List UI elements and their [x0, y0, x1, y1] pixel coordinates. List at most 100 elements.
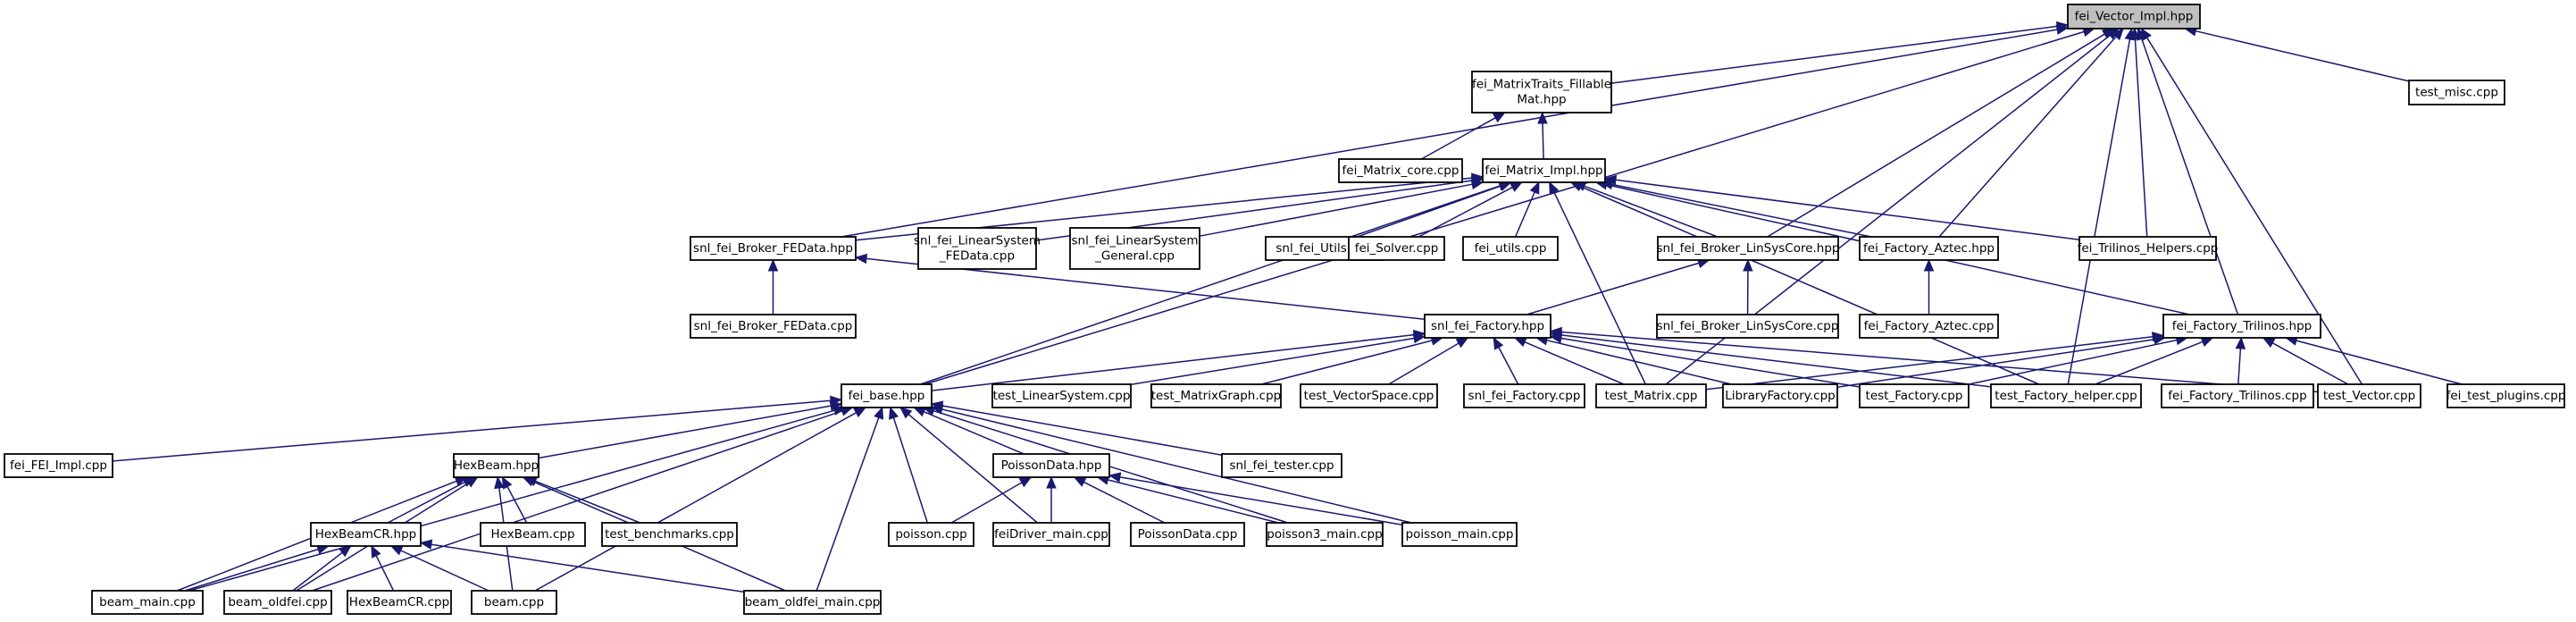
edge-arrowhead	[1455, 337, 1469, 349]
edge-test_factory_helper-to-vector_impl	[2067, 27, 2136, 385]
edge-test_ls-to-snl_factory_hpp	[1130, 332, 1426, 386]
node-box	[1348, 236, 1445, 261]
edge-arrowhead	[494, 475, 505, 490]
node-poisson-main[interactable]: poisson_main.cpp	[1401, 522, 1518, 547]
edge-line	[1584, 185, 1719, 238]
node-label: snl_fei_Broker_FEData.cpp	[694, 319, 853, 333]
edge-matrix_impl-to-mt_fillable	[1537, 111, 1548, 160]
node-box	[992, 453, 1110, 478]
node-fei-solver[interactable]: fei_Solver.cpp	[1348, 236, 1445, 261]
edge-line	[907, 414, 1038, 524]
node-fei-base[interactable]: fei_base.hpp	[841, 383, 933, 408]
node-box	[1595, 383, 1707, 408]
edge-fei_base-to-vector_impl	[924, 27, 2095, 385]
edge-arrowhead	[1510, 181, 1523, 192]
node-test-vs[interactable]: test_VectorSpace.cpp	[1300, 383, 1438, 408]
node-broker-fedata-hpp[interactable]: snl_fei_Broker_FEData.hpp	[690, 236, 857, 261]
node-poisson-cpp[interactable]: poisson.cpp	[888, 522, 974, 547]
edge-beam_oldfei_main-to-fei_base	[815, 406, 884, 592]
node-poissondata-hpp[interactable]: PoissonData.hpp	[992, 453, 1110, 478]
edge-ls_general-to-matrix_impl	[1199, 179, 1485, 237]
node-label: test_misc.cpp	[2415, 86, 2498, 100]
node-box	[601, 522, 738, 547]
edge-line	[924, 30, 2085, 385]
edge-line	[1261, 340, 1433, 385]
node-hexbeam-cpp[interactable]: HexBeam.cpp	[480, 522, 586, 547]
node-library-factory[interactable]: LibraryFactory.cpp	[1722, 383, 1838, 408]
node-matrix-impl[interactable]: fei_Matrix_Impl.hpp	[1482, 158, 1606, 183]
edge-line	[924, 411, 1025, 455]
node-hexbeamcr-hpp[interactable]: HexBeamCR.hpp	[310, 522, 422, 547]
node-broker-lsc-hpp[interactable]: snl_fei_Broker_LinSysCore.hpp	[1656, 236, 1840, 261]
edge-line	[506, 486, 528, 524]
node-test-mg[interactable]: test_MatrixGraph.cpp	[1150, 383, 1282, 408]
node-beam-oldfei[interactable]: beam_oldfei.cpp	[223, 590, 332, 615]
edge-line	[2146, 37, 2363, 385]
node-fei-utils[interactable]: fei_utils.cpp	[1462, 236, 1559, 261]
edge-factory_aztec_hpp-to-vector_impl	[1938, 28, 2124, 238]
node-factory-trilinos-cpp[interactable]: fei_Factory_Trilinos.cpp	[2161, 383, 2314, 408]
node-fei-impl[interactable]: fei_FEI_Impl.cpp	[4, 453, 113, 478]
edge-beam_main-to-fei_base	[188, 405, 847, 592]
node-broker-lsc-cpp[interactable]: snl_fei_Broker_LinSysCore.cpp	[1656, 314, 1839, 339]
node-test-plugins[interactable]: fei_test_plugins.cpp	[2446, 383, 2566, 408]
node-trilinos-helpers[interactable]: fei_Trilinos_Helpers.cpp	[2078, 236, 2219, 261]
node-label: fei_Trilinos_Helpers.cpp	[2078, 241, 2219, 256]
node-factory-aztec-hpp[interactable]: fei_Factory_Aztec.hpp	[1859, 236, 1999, 261]
node-box	[1463, 383, 1585, 408]
edge-test_bench-to-hexbeam_hpp	[524, 476, 640, 524]
edge-poisson_main-to-poissondata_hpp	[1108, 472, 1403, 525]
edge-line	[2237, 348, 2242, 385]
node-test-vector[interactable]: test_Vector.cpp	[2317, 383, 2421, 408]
edge-test_plugins-to-factory_trilinos_hpp	[2285, 335, 2463, 385]
node-factory-aztec-cpp[interactable]: fei_Factory_Aztec.cpp	[1859, 314, 1999, 339]
node-beam-main[interactable]: beam_main.cpp	[91, 590, 204, 615]
node-feidriver[interactable]: feiDriver_main.cpp	[992, 522, 1110, 547]
node-label: poisson_main.cpp	[1406, 527, 1514, 542]
node-factory-trilinos-hpp[interactable]: fei_Factory_Trilinos.hpp	[2162, 314, 2321, 339]
node-label: HexBeam.cpp	[490, 527, 574, 542]
node-snl-tester[interactable]: snl_fei_tester.cpp	[1221, 453, 1342, 478]
node-test-ls[interactable]: test_LinearSystem.cpp	[991, 383, 1132, 408]
node-test-bench[interactable]: test_benchmarks.cpp	[601, 522, 738, 547]
edge-line	[292, 551, 343, 592]
edge-line	[1108, 479, 1279, 524]
node-matrix-core[interactable]: fei_Matrix_core.cpp	[1338, 158, 1463, 183]
node-label: LibraryFactory.cpp	[1725, 389, 1835, 403]
node-box	[1657, 236, 1839, 261]
edge-line	[1836, 339, 2155, 389]
edge-arrowhead	[1046, 475, 1057, 489]
edge-line	[1615, 179, 2080, 240]
node-test-misc[interactable]: test_misc.cpp	[2408, 80, 2505, 105]
node-test-matrix[interactable]: test_Matrix.cpp	[1595, 383, 1707, 408]
edge-line	[950, 482, 1023, 524]
edge-line	[2134, 38, 2148, 238]
node-poissondata-cpp[interactable]: PoissonData.cpp	[1130, 522, 1245, 547]
node-broker-fedata-cpp[interactable]: snl_fei_Broker_FEData.cpp	[690, 314, 857, 339]
node-label: fei_FEI_Impl.cpp	[10, 458, 107, 473]
node-beam-cpp[interactable]: beam.cpp	[471, 590, 557, 615]
node-box	[4, 453, 113, 478]
node-box	[347, 590, 452, 615]
node-label: fei_base.hpp	[849, 389, 925, 403]
node-vector-impl[interactable]: fei_Vector_Impl.hpp	[2067, 4, 2201, 29]
node-label: fei_utils.cpp	[1475, 241, 1547, 256]
edge-line	[375, 555, 395, 592]
node-label: fei_Factory_Aztec.cpp	[1864, 319, 1995, 333]
node-hexbeam-hpp[interactable]: HexBeam.hpp	[453, 453, 539, 478]
node-ls-general[interactable]: snl_fei_LinearSystem_General.cpp	[1069, 227, 1200, 270]
node-hexbeamcr-cpp[interactable]: HexBeamCR.cpp	[347, 590, 452, 615]
node-snl-factory-hpp[interactable]: snl_fei_Factory.hpp	[1424, 314, 1551, 339]
node-snl-factory-cpp[interactable]: snl_fei_Factory.cpp	[1463, 383, 1585, 408]
edge-hexbeamcr_cpp-to-hexbeamcr_hpp	[371, 544, 395, 592]
node-beam-oldfei-main[interactable]: beam_oldfei_main.cpp	[743, 590, 882, 615]
node-label: PoissonData.hpp	[1001, 458, 1102, 473]
edge-line	[2067, 38, 2131, 385]
node-test-factory-helper[interactable]: test_Factory_helper.cpp	[1990, 383, 2142, 408]
node-box	[1150, 383, 1282, 408]
node-test-factory[interactable]: test_Factory.cpp	[1859, 383, 1970, 408]
node-ls-fedata[interactable]: snl_fei_LinearSystem_FEData.cpp	[914, 227, 1041, 270]
node-poisson3[interactable]: poisson3_main.cpp	[1266, 522, 1384, 547]
